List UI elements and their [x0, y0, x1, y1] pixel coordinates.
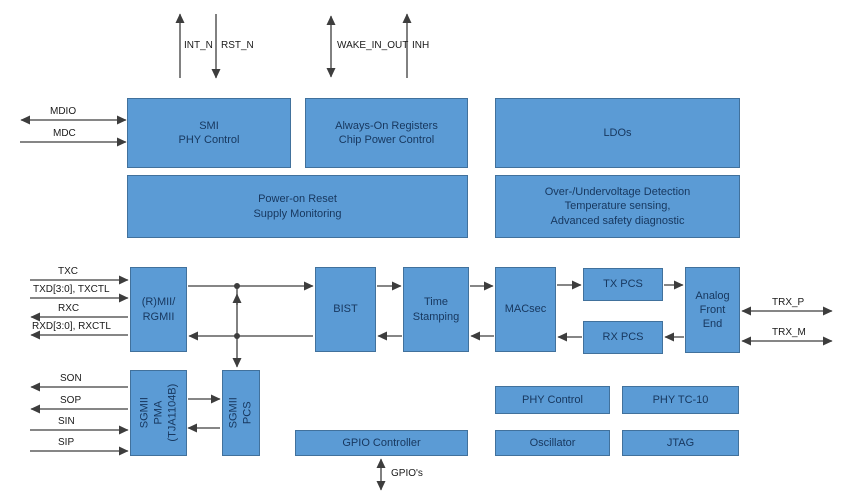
signal-label-txc: TXC: [58, 266, 78, 277]
block-sgmii-pcs: SGMII PCS: [222, 370, 260, 456]
block-bist: BIST: [315, 267, 376, 352]
block-tx-pcs: TX PCS: [583, 268, 663, 301]
block-gpio-controller: GPIO Controller: [295, 430, 468, 456]
block-rx-pcs: RX PCS: [583, 321, 663, 354]
block-over-undervoltage-detection: Over-/Undervoltage Detection Temperature…: [495, 175, 740, 238]
block-sgmii-pma: SGMII PMA (TJA1104B): [130, 370, 187, 456]
signal-label-txd: TXD[3:0], TXCTL: [33, 284, 110, 295]
block-ldos: LDOs: [495, 98, 740, 168]
block-always-on-registers: Always-On Registers Chip Power Control: [305, 98, 468, 168]
junction-dot: [234, 283, 240, 289]
signal-label-wake-in-out: WAKE_IN_OUT: [337, 40, 409, 51]
signal-label-gpios: GPIO's: [391, 468, 423, 479]
signal-label-inh: INH: [412, 40, 430, 51]
block-phy-tc-10: PHY TC-10: [622, 386, 739, 414]
block-sgmii-pma-label: SGMII PMA (TJA1104B): [137, 384, 178, 442]
signal-label-rxc: RXC: [58, 303, 80, 314]
block-power-on-reset: Power-on Reset Supply Monitoring: [127, 175, 468, 238]
block-jtag: JTAG: [622, 430, 739, 456]
signal-label-sop: SOP: [60, 395, 82, 406]
block-time-stamping: Time Stamping: [403, 267, 469, 352]
block-rmii-rgmii: (R)MII/ RGMII: [130, 267, 187, 352]
junction-dot: [234, 333, 240, 339]
block-macsec: MACsec: [495, 267, 556, 352]
signal-label-son: SON: [60, 373, 82, 384]
signal-label-mdio: MDIO: [50, 106, 77, 117]
signal-label-mdc: MDC: [53, 128, 76, 139]
block-phy-control: PHY Control: [495, 386, 610, 414]
signal-label-trx-m: TRX_M: [772, 327, 806, 338]
block-analog-front-end: Analog Front End: [685, 267, 740, 353]
block-oscillator: Oscillator: [495, 430, 610, 456]
block-sgmii-pcs-label: SGMII PCS: [227, 397, 253, 429]
signal-label-sin: SIN: [58, 416, 75, 427]
signal-label-trx-p: TRX_P: [772, 297, 805, 308]
signal-label-rst-n: RST_N: [221, 40, 254, 51]
signal-label-int-n: INT_N: [184, 40, 213, 51]
block-smi-phy-control: SMI PHY Control: [127, 98, 291, 168]
signal-label-rxd: RXD[3:0], RXCTL: [32, 321, 111, 332]
signal-label-sip: SIP: [58, 437, 75, 448]
